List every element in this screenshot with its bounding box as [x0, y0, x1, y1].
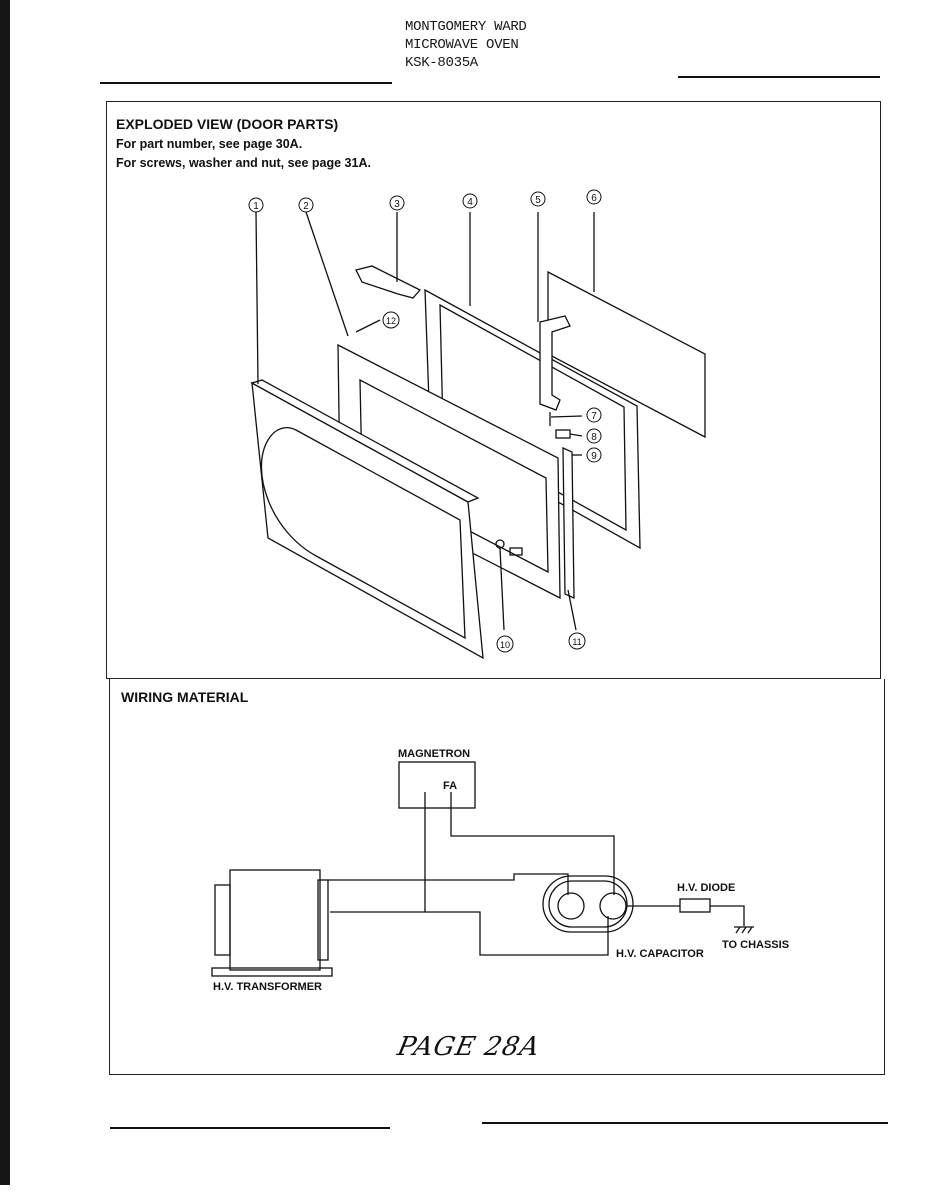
leader-11 — [567, 589, 577, 631]
callout-12-circle — [382, 311, 400, 329]
callout-9-label: 9 — [591, 451, 597, 462]
chassis-ground-hatch-3 — [747, 926, 753, 934]
model-line: KSK-8035A — [405, 55, 478, 71]
product-line: MICROWAVE OVEN — [405, 37, 519, 53]
part-4-frame-inner — [439, 303, 627, 532]
transformer-coil-right — [317, 879, 329, 961]
transformer-coil-left — [214, 884, 231, 956]
part-1-door-edge — [250, 379, 480, 503]
chassis-ground-hatch-2 — [741, 926, 747, 934]
leader-1 — [255, 211, 259, 385]
screws-note: For screws, washer and nut, see page 31A… — [116, 156, 371, 170]
exploded-view-panel: EXPLODED VIEW (DOOR PARTS) For part numb… — [106, 101, 881, 679]
callout-10-circle — [496, 635, 514, 653]
wire-diode-to-chassis — [710, 905, 745, 926]
callout-11-label: 11 — [572, 637, 581, 647]
part-3-bracket — [355, 265, 422, 299]
callout-6-label: 6 — [591, 193, 597, 204]
callout-4-circle — [462, 193, 478, 209]
transformer-label: H.V. TRANSFORMER — [213, 981, 322, 993]
wire-f-to-transformer — [330, 808, 426, 913]
capacitor-terminal-left — [557, 892, 585, 920]
wiring-material-title: WIRING MATERIAL — [121, 689, 249, 705]
brand-line: MONTGOMERY WARD — [405, 19, 527, 35]
top-rule-right — [678, 76, 880, 78]
part-1-window-outline — [260, 427, 466, 640]
wiring-material-panel: WIRING MATERIAL — [109, 679, 885, 1075]
bottom-rule-left — [110, 1127, 390, 1129]
exploded-view-drawing: 1 2 3 4 5 6 7 8 9 10 11 12 — [248, 189, 706, 660]
handwritten-page-number: PAGE 28A — [394, 1032, 543, 1062]
capacitor-body — [542, 875, 634, 933]
capacitor-terminal-right — [599, 892, 627, 920]
leader-8 — [569, 433, 583, 437]
document-header: MONTGOMERY WARD MICROWAVE OVEN KSK-8035A — [405, 18, 527, 72]
callout-11-circle — [568, 632, 586, 650]
scan-edge — [0, 0, 10, 1185]
callout-7-label: 7 — [591, 411, 597, 422]
diode-label: H.V. DIODE — [677, 882, 735, 894]
leader-12 — [355, 319, 381, 333]
callout-12-label: 12 — [386, 316, 396, 326]
exploded-view-title: EXPLODED VIEW (DOOR PARTS) — [116, 116, 339, 132]
part-5-latch — [539, 315, 571, 411]
leader-2 — [305, 211, 349, 337]
callout-5-label: 5 — [535, 195, 541, 206]
callout-3-circle — [389, 195, 405, 211]
callout-6-circle — [586, 189, 602, 205]
capacitor-label: H.V. CAPACITOR — [616, 948, 704, 960]
callout-4-label: 4 — [467, 197, 473, 208]
diode-body — [679, 898, 711, 913]
callout-5-circle — [530, 191, 546, 207]
part-10-washer — [509, 547, 523, 556]
callout-8-label: 8 — [591, 432, 597, 443]
magnetron-label: MAGNETRON — [398, 748, 470, 760]
wire-transformer-top — [328, 873, 569, 895]
chassis-ground-hatch-1 — [735, 926, 741, 934]
callout-2-circle — [298, 197, 314, 213]
leader-10 — [499, 547, 505, 631]
capacitor-body-inner — [548, 880, 628, 928]
fa-terminal-label: FA — [443, 780, 457, 792]
transformer-core — [229, 869, 321, 971]
top-rule-left — [100, 82, 392, 84]
part-number-note: For part number, see page 30A. — [116, 137, 303, 151]
magnetron-box — [398, 761, 476, 809]
callout-2-label: 2 — [303, 201, 309, 212]
wire-fa-to-capacitor — [450, 808, 615, 895]
leader-7 — [550, 415, 583, 418]
callout-10-label: 10 — [500, 640, 510, 650]
callout-8-circle — [586, 428, 602, 444]
callout-9-circle — [586, 447, 602, 463]
callout-7-circle — [586, 407, 602, 423]
callout-1-label: 1 — [253, 201, 259, 212]
callout-1-circle — [248, 197, 264, 213]
callout-3-label: 3 — [394, 199, 400, 210]
part-9-rail — [562, 446, 575, 600]
chassis-label: TO CHASSIS — [722, 939, 789, 951]
bottom-rule-right — [482, 1122, 888, 1124]
wire-transformer-bottom — [425, 911, 609, 956]
transformer-base — [211, 967, 333, 977]
